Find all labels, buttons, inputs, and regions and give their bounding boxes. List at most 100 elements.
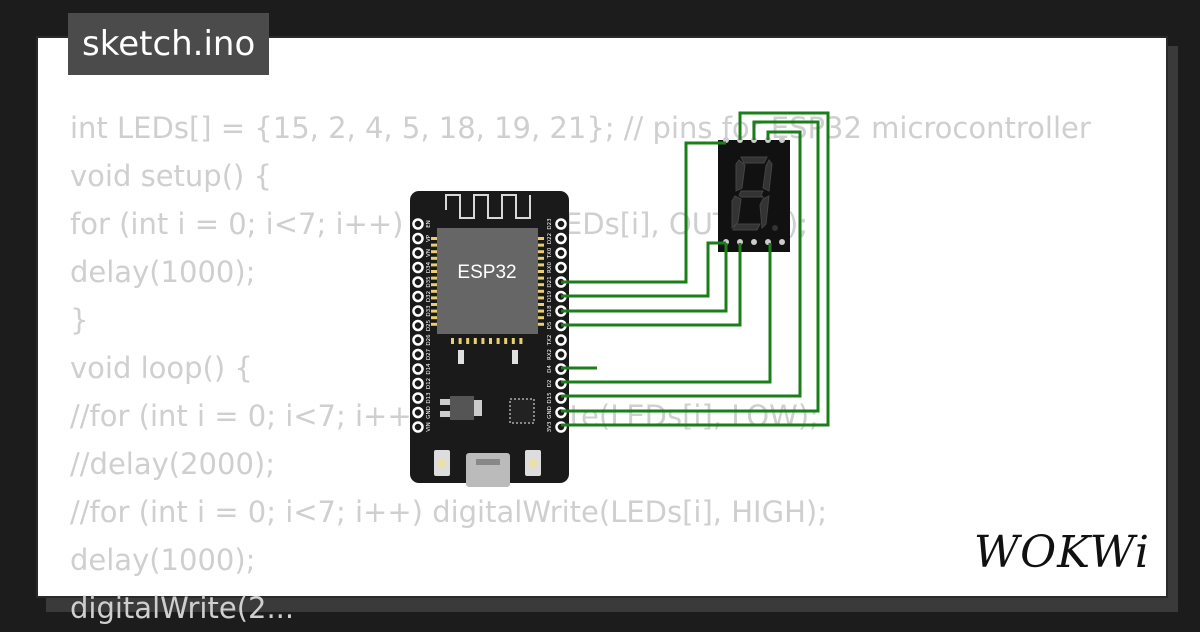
- header-pin[interactable]: [555, 334, 567, 346]
- module-pad: [431, 250, 437, 254]
- pin-label: D13: [426, 392, 432, 404]
- segment-g: [738, 190, 765, 198]
- regulator-pin: [440, 411, 450, 417]
- voltage-regulator: [450, 396, 474, 420]
- smd-part: [458, 350, 464, 364]
- module-pad: [431, 296, 437, 300]
- header-pin[interactable]: [412, 392, 424, 404]
- pin-label: D34: [426, 261, 432, 273]
- header-pin[interactable]: [412, 319, 424, 332]
- seven-segment-display[interactable]: [718, 137, 790, 252]
- header-pin[interactable]: [412, 363, 424, 375]
- header-pin[interactable]: [555, 218, 567, 230]
- code-line: void setup() {: [70, 159, 272, 193]
- pin-label: D4: [547, 365, 553, 373]
- wokwi-logo: WOKWi: [973, 527, 1150, 578]
- wire: [561, 111, 830, 427]
- module-pad: [431, 289, 437, 293]
- usb-uart-chip: [509, 398, 535, 424]
- decimal-point: [772, 225, 778, 231]
- module-pad: [538, 309, 544, 313]
- pin-label: D14: [426, 363, 432, 375]
- wire: [561, 241, 726, 298]
- module-pad: [451, 338, 454, 344]
- module-pad: [538, 289, 544, 293]
- module-pad: [431, 316, 437, 320]
- header-pin[interactable]: [412, 305, 424, 317]
- wires: [561, 111, 830, 427]
- preview-card: int LEDs[] = {15, 2, 4, 5, 18, 19, 21}; …: [36, 36, 1168, 625]
- pin-label: VN: [426, 249, 432, 257]
- right-pin-labels: D23D22TX0RX0D21D19D18D5TX2RX2D4D2D15GND3…: [547, 218, 553, 433]
- module-pad: [431, 256, 437, 260]
- header-pin[interactable]: [412, 247, 424, 259]
- module-pad: [538, 263, 544, 267]
- header-pin[interactable]: [555, 348, 567, 361]
- left-pin-header: [412, 218, 424, 433]
- display-pin-bottom[interactable]: [779, 239, 785, 245]
- display-pin-bottom[interactable]: [751, 239, 757, 245]
- module-pad: [458, 338, 462, 344]
- code-line: void loop() {: [70, 351, 253, 385]
- wire: [561, 120, 820, 413]
- regulator-pin: [440, 399, 450, 405]
- code-line: digitalWrite(2...: [70, 591, 295, 625]
- header-pin[interactable]: [555, 261, 567, 274]
- pin-label: D27: [426, 348, 432, 360]
- esp32-board[interactable]: ESP32 ENVPVND34D35D32D33D25D26D27D14D12D…: [410, 191, 569, 487]
- header-pin[interactable]: [555, 247, 567, 259]
- module-pad: [538, 256, 544, 260]
- code-preview: int LEDs[] = {15, 2, 4, 5, 18, 19, 21}; …: [70, 104, 1091, 632]
- module-pad: [431, 276, 437, 280]
- code-line: delay(1000);: [70, 543, 256, 577]
- file-name-tab[interactable]: sketch.ino: [68, 13, 270, 75]
- code-line: //for (int i = 0; i<7; i++) digitalWrite…: [70, 495, 827, 529]
- module-pad: [538, 250, 544, 254]
- micro-usb-port: [466, 453, 510, 487]
- pin-label: D12: [426, 378, 432, 389]
- pin-label: RX2: [547, 349, 553, 360]
- header-pin[interactable]: [412, 290, 424, 303]
- module-pad: [431, 303, 437, 306]
- module-pad: [496, 338, 500, 344]
- pin-label: VP: [426, 234, 432, 242]
- pin-label: D15: [547, 392, 553, 404]
- segment-d: [732, 223, 761, 231]
- module-pad: [466, 338, 470, 344]
- header-pin[interactable]: [412, 348, 424, 361]
- pin-label: VIN: [426, 422, 432, 432]
- header-pin[interactable]: [412, 377, 424, 390]
- module-pad: [431, 243, 437, 247]
- header-pin[interactable]: [412, 232, 424, 245]
- header-pin[interactable]: [555, 232, 567, 245]
- header-pin[interactable]: [412, 276, 424, 288]
- module-pad: [538, 322, 544, 326]
- chip-label: ESP32: [457, 262, 516, 283]
- module-pad: [538, 276, 544, 280]
- pin-label: D2: [547, 380, 553, 388]
- segment-e: [731, 195, 742, 230]
- module-pad: [431, 283, 437, 287]
- digit-segments: [731, 156, 773, 231]
- pin-label: D22: [547, 233, 553, 244]
- display-pin-top[interactable]: [779, 137, 785, 143]
- module-pads: [431, 237, 544, 344]
- wire: [561, 243, 772, 384]
- header-pin[interactable]: [412, 334, 424, 346]
- header-pin[interactable]: [412, 421, 424, 433]
- reset-button-cap: [529, 459, 537, 467]
- module-pad: [473, 338, 477, 344]
- esp32-module: [437, 228, 538, 334]
- pin-label: TX0: [547, 247, 553, 259]
- segment-b: [762, 159, 773, 192]
- pin-label: EN: [426, 220, 432, 228]
- module-pad: [538, 316, 544, 320]
- pin-label: D32: [426, 291, 432, 302]
- header-pin[interactable]: [412, 261, 424, 274]
- pin-label: D25: [426, 319, 432, 331]
- header-pin[interactable]: [412, 218, 424, 230]
- header-pin[interactable]: [412, 406, 424, 419]
- code-line: delay(1000);: [70, 255, 256, 289]
- module-pad: [431, 263, 437, 267]
